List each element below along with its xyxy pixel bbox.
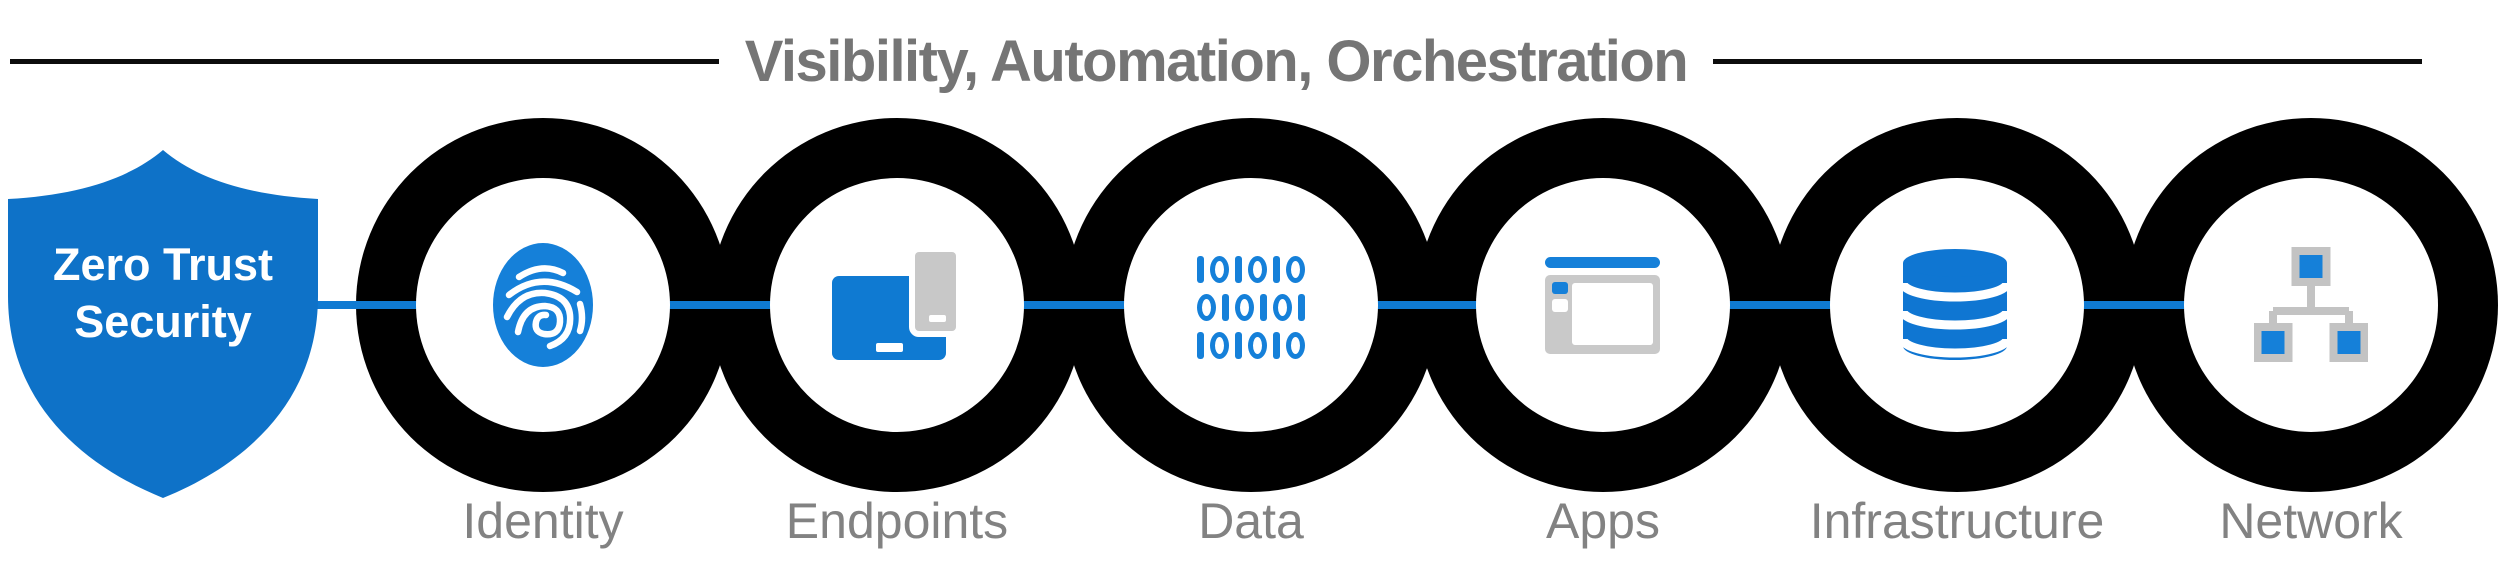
binary-digit-zero (1235, 294, 1254, 321)
binary-digit-one (1273, 256, 1280, 283)
binary-digit-one (1273, 332, 1280, 359)
binary-digit-zero (1248, 256, 1267, 283)
binary-digit-one (1235, 332, 1242, 359)
devices-icon (832, 246, 962, 366)
identity-label: Identity (462, 493, 624, 549)
shield-icon (8, 150, 318, 498)
binary-icon (1195, 256, 1307, 370)
header-rule-left (10, 59, 719, 65)
binary-digit-zero (1248, 332, 1267, 359)
binary-digit-one (1197, 332, 1204, 359)
binary-digit-zero (1210, 332, 1229, 359)
binary-digit-one (1298, 294, 1305, 321)
header-title: Visibility, Automation, Orchestration (744, 29, 1689, 94)
binary-digit-one (1260, 294, 1267, 321)
shield-label: Zero Trust Security (8, 236, 318, 350)
header-rule-right (1713, 59, 2423, 65)
app-window-icon (1545, 257, 1661, 359)
fingerprint-icon (493, 243, 593, 372)
binary-digit-zero (1210, 256, 1229, 283)
infrastructure-label: Infrastructure (1809, 493, 2105, 549)
shield-label-line1: Zero Trust (52, 239, 274, 290)
endpoints-label: Endpoints (785, 493, 1009, 549)
binary-digit-zero (1286, 332, 1305, 359)
binary-digit-one (1235, 256, 1242, 283)
binary-digit-zero (1286, 256, 1305, 283)
sitemap-icon (2253, 247, 2369, 367)
network-label: Network (2219, 493, 2403, 549)
apps-label: Apps (1546, 493, 1660, 549)
data-label: Data (1198, 493, 1304, 549)
binary-digit-one (1222, 294, 1229, 321)
binary-digit-one (1197, 256, 1204, 283)
binary-rows (1195, 256, 1307, 359)
binary-digit-zero (1273, 294, 1292, 321)
header: Visibility, Automation, Orchestration (10, 29, 2423, 94)
shield-label-line2: Security (74, 296, 252, 347)
binary-digit-zero (1197, 294, 1216, 321)
database-icon (1898, 249, 2012, 366)
